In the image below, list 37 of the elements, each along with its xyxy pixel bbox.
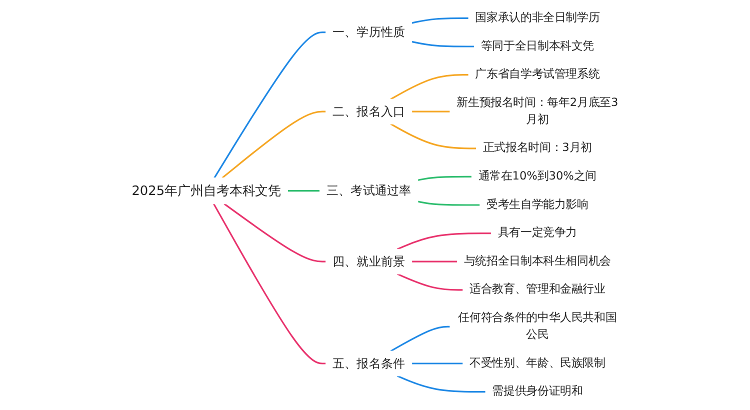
node-text: 五、报名条件 — [332, 356, 406, 371]
connector — [390, 74, 469, 100]
connector — [412, 260, 458, 262]
connector — [396, 232, 492, 250]
connector — [390, 326, 450, 352]
connector — [412, 110, 450, 112]
connector — [288, 190, 320, 192]
connector — [222, 110, 326, 179]
node-text: 正式报名时间：3月初 — [482, 142, 592, 154]
connector — [412, 17, 469, 24]
node-text: 四、就业前景 — [332, 254, 406, 269]
node-text: 2025年广州自考本科文凭 — [132, 182, 282, 198]
connector — [418, 176, 472, 181]
node-text: 二、报名入口 — [332, 104, 406, 119]
node-text: 受考生自学能力影响 — [486, 198, 588, 212]
node-text: 等同于全日制本科文凭 — [480, 40, 594, 53]
connector — [418, 200, 480, 206]
node-text: 一、学历性质 — [332, 24, 406, 40]
node-text: 广东省自学考试管理系统 — [475, 68, 600, 81]
node-text: 国家承认的非全日制学历 — [475, 11, 600, 24]
node-text: 具有一定竞争力 — [498, 226, 578, 240]
node-text: 不受性别、年龄、民族限制 — [470, 356, 606, 370]
node-text: 需提供身份证明和 — [492, 384, 583, 398]
node-text: 与统招全日制本科生相同机会 — [464, 254, 612, 268]
connector — [396, 273, 464, 291]
connector — [412, 362, 464, 364]
connector — [212, 203, 326, 364]
node-text: 通常在10%到30%之间 — [478, 170, 597, 183]
node-text: 适合教育、管理和金融行业 — [470, 283, 606, 296]
connector — [214, 32, 326, 178]
node-text: 三、考试通过率 — [326, 183, 412, 198]
connector — [224, 203, 326, 262]
connector — [396, 375, 486, 393]
connector — [390, 123, 476, 150]
connector — [412, 40, 474, 48]
node-text: 任何符合条件的中华人民共和国公民 — [458, 311, 617, 342]
node-text: 新生预报名时间：每年2月底至3月初 — [456, 96, 618, 126]
